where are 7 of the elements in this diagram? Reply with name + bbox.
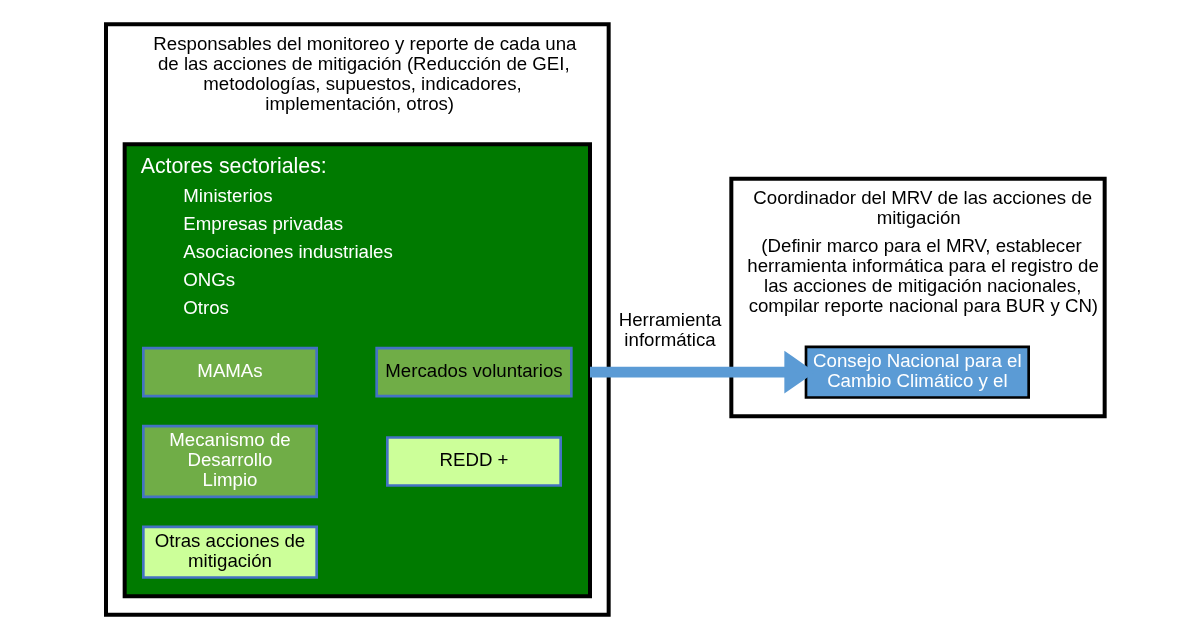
node-box: Mecanismo de Desarrollo Limpio xyxy=(142,424,318,499)
node-box: Otras acciones de mitigación xyxy=(142,525,318,579)
node-box: Consejo Nacional para el Cambio Climático y el xyxy=(804,345,1030,399)
node-box: Mercados voluntarios xyxy=(375,346,573,398)
edge-label: Herramienta informática xyxy=(618,308,722,350)
node-box: REDD + xyxy=(386,436,562,487)
node-box: MAMAs xyxy=(142,346,318,398)
